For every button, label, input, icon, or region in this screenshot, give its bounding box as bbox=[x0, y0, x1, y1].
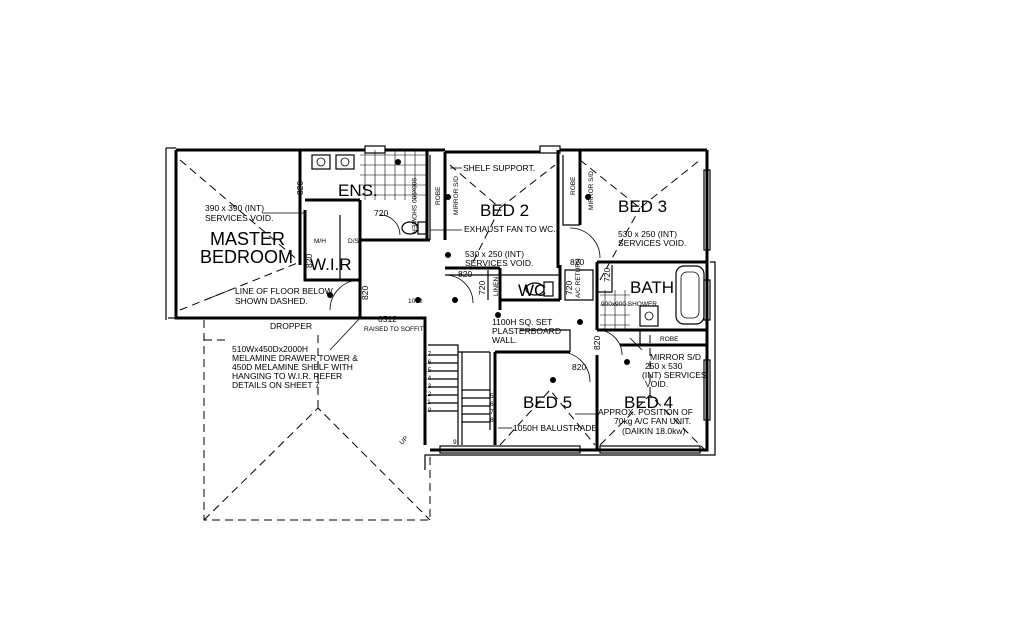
note-drawer-1: 510Wx450Dx2000H bbox=[232, 344, 308, 354]
stair-11: 11 bbox=[424, 399, 431, 406]
stair-15: 15 bbox=[424, 367, 432, 374]
note-services-bed3-2: SERVICES VOID. bbox=[618, 238, 686, 248]
bed5-label: BED 5 bbox=[523, 393, 572, 412]
wc-label: WC bbox=[518, 281, 546, 300]
dim-820-f: 820 bbox=[592, 336, 602, 350]
stair-up: UP bbox=[398, 435, 409, 446]
note-shelf-support: SHELF SUPPORT. bbox=[463, 163, 535, 173]
ensuite-tiles bbox=[360, 150, 630, 330]
dim-820-a: 820 bbox=[295, 181, 305, 195]
note-mirror-services-4: VOID. bbox=[645, 379, 668, 389]
note-exhaust-fan: EXHAUST FAN TO WC. bbox=[464, 224, 556, 234]
note-floor-below-2: SHOWN DASHED. bbox=[235, 296, 308, 306]
shower-label-ens: 900x900 SHOWER bbox=[410, 178, 417, 234]
note-ac-fan-3: (DAIKIN 18.0kw) bbox=[622, 426, 685, 436]
note-mirror-services-3: (INT) SERVICES bbox=[642, 370, 707, 380]
note-soffit-1: 0512 bbox=[378, 314, 397, 324]
ac-return-label: A/C RETURN bbox=[575, 258, 582, 298]
dim-820-d: 820 bbox=[458, 269, 472, 279]
note-services-bed2-2: SERVICES VOID. bbox=[465, 258, 533, 268]
ens-label: ENS. bbox=[338, 181, 378, 200]
mirror-label-bed2: MIRROR S/D bbox=[453, 176, 460, 215]
dim-720-a: 720 bbox=[374, 208, 388, 218]
note-soffit-2: RAISED TO SOFFIT bbox=[364, 326, 424, 333]
note-mirror-services-1: MIRROR S/D bbox=[650, 352, 701, 362]
shower-label: 900x900 SHOWER bbox=[601, 301, 657, 308]
note-drawer-5: DETAILS ON SHEET 7 bbox=[232, 380, 320, 390]
bed2-label: BED 2 bbox=[480, 201, 529, 220]
dim-1000: 1000 bbox=[408, 298, 423, 305]
stair-10: 10 bbox=[424, 407, 432, 414]
note-ac-fan-2: 70kg A/C FAN UNIT. bbox=[614, 416, 691, 426]
note-mirror-services-2: 250 x 530 bbox=[645, 361, 683, 371]
bath-label: BATH bbox=[630, 278, 674, 297]
room-labels: MASTER BEDROOM ENS. W.I.R BED 2 BED 3 BE… bbox=[200, 181, 674, 412]
dim-720-c: 720 bbox=[564, 281, 574, 295]
note-services-bed2-1: 530 x 250 (INT) bbox=[465, 249, 524, 259]
note-floor-below-1: LINE OF FLOOR BELOW bbox=[235, 286, 333, 296]
stair-6: 6 bbox=[490, 401, 494, 408]
note-ac-fan-1: APPROX. POSITION OF bbox=[598, 407, 693, 417]
note-services-master-2: SERVICES VOID. bbox=[205, 213, 273, 223]
dim-820-b: 820 bbox=[304, 254, 314, 268]
note-balustrade: 1050H BALUSTRADE bbox=[513, 423, 597, 433]
dim-720-d: 720 bbox=[602, 268, 612, 282]
note-drawer-4: HANGING TO W.I.R. REFER bbox=[232, 371, 342, 381]
note-drawer-2: MELAMINE DRAWER TOWER & bbox=[232, 353, 358, 363]
ds-label: D/S bbox=[348, 238, 360, 245]
small-labels: ROBE MIRROR S/D ROBE MIRROR S/D LINEN M/… bbox=[270, 171, 679, 343]
bed3-label: BED 3 bbox=[618, 197, 667, 216]
dim-720-b: 720 bbox=[477, 281, 487, 295]
fixtures bbox=[311, 154, 705, 383]
stair-12: 12 bbox=[424, 391, 432, 398]
linen-label: LINEN bbox=[493, 277, 500, 296]
note-plasterboard-1: 1100H SQ. SET bbox=[492, 317, 552, 327]
note-drawer-3: 450D MELAMINE SHELF WITH bbox=[232, 362, 353, 372]
note-services-bed3-1: 530 x 250 (INT) bbox=[618, 229, 677, 239]
stair-17: 17 bbox=[424, 351, 432, 358]
stair-16: 16 bbox=[424, 359, 432, 366]
stair-7: 7 bbox=[490, 409, 494, 416]
stair-14: 14 bbox=[424, 375, 432, 382]
mh-label: M/H bbox=[314, 238, 326, 245]
wir-label: W.I.R bbox=[310, 255, 352, 274]
robe-label-bed3: ROBE bbox=[570, 176, 577, 195]
bed4-label: BED 4 bbox=[624, 393, 673, 412]
mirror-label-bed3: MIRROR S/D bbox=[588, 171, 595, 210]
dim-820-c: 820 bbox=[360, 286, 370, 300]
dim-820-e: 820 bbox=[570, 257, 584, 267]
dimensions: 820 720 820 820 820 720 820 720 720 820 … bbox=[295, 181, 612, 372]
dim-820-g: 820 bbox=[572, 362, 586, 372]
stair-5: 5 bbox=[490, 393, 494, 400]
doors bbox=[329, 214, 623, 383]
note-services-master-1: 390 x 390 (INT) bbox=[205, 203, 264, 213]
floor-below-outline bbox=[179, 159, 706, 521]
exterior-walls bbox=[165, 147, 716, 470]
stair-8: 8 bbox=[490, 417, 494, 424]
stairs: 17 16 15 14 13 12 11 10 9 8 7 6 5 UP bbox=[398, 344, 494, 446]
stair-13: 13 bbox=[424, 383, 432, 390]
note-plasterboard-3: WALL. bbox=[492, 335, 517, 345]
stair-9: 9 bbox=[453, 439, 457, 446]
master-label-2: BEDROOM bbox=[200, 247, 293, 267]
notes: 390 x 390 (INT) SERVICES VOID. LINE OF F… bbox=[204, 163, 707, 436]
robe-label-bed4: ROBE bbox=[660, 336, 679, 343]
note-plasterboard-2: PLASTERBOARD bbox=[492, 326, 561, 336]
robe-label-ens: ROBE bbox=[435, 186, 442, 205]
dropper-label: DROPPER bbox=[270, 321, 312, 331]
master-label-1: MASTER bbox=[210, 229, 285, 249]
